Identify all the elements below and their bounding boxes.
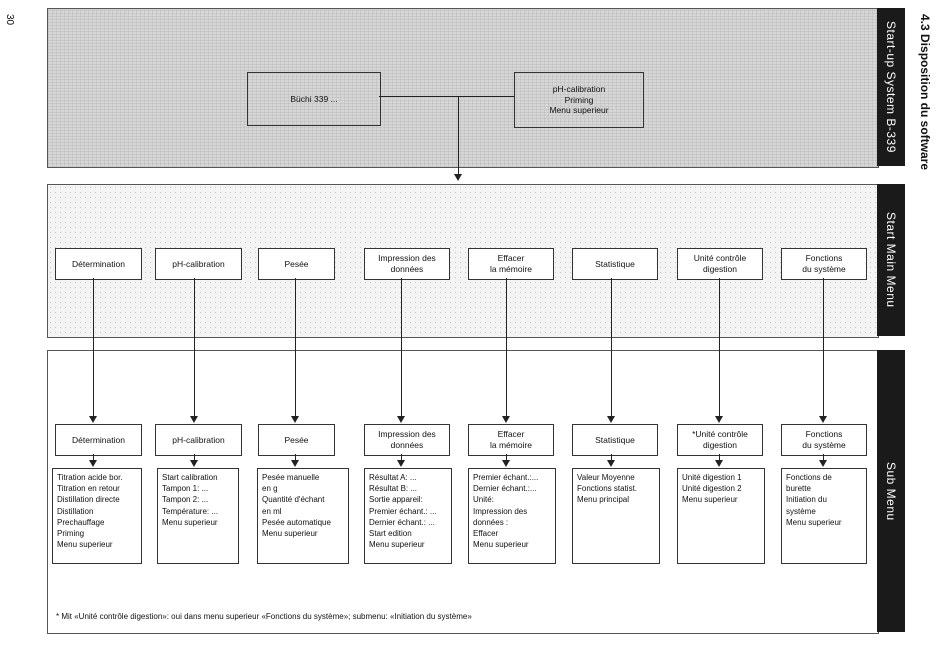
list-item: Pesée automatique: [262, 517, 331, 527]
sub-list-fonctions: Fonctions de burette Initiation du systè…: [781, 468, 867, 564]
sub-list-determination: Titration acide bor. Titration en retour…: [52, 468, 142, 564]
list-item: Unité:: [473, 495, 494, 505]
list-item: Menu superieur: [786, 517, 842, 527]
sub-title-unite-controle: *Unité contrôle digestion: [677, 424, 763, 456]
main-menu-impression: Impression des données: [364, 248, 450, 280]
list-item: Fonctions statist.: [577, 484, 638, 494]
list-item: Effacer: [473, 528, 499, 538]
list-item: Distillation directe: [57, 495, 120, 505]
list-item: Unité digestion 2: [682, 484, 742, 494]
list-item: Menu superieur: [682, 495, 738, 505]
list-item: Prechauffage: [57, 517, 105, 527]
list-item: Résultat A: ...: [369, 473, 417, 482]
sub-title-effacer: Effacer la mémoire: [468, 424, 554, 456]
sub-menu-band-label: Sub Menu: [877, 350, 905, 632]
sub-title-fonctions: Fonctions du système: [781, 424, 867, 456]
main-menu-ph-calibration: pH-calibration: [155, 248, 242, 280]
list-item: Quantité d'échant: [262, 495, 325, 505]
list-item: Tampon 2: ...: [162, 495, 209, 505]
list-item: Impression des: [473, 506, 528, 516]
sub-list-statistique: Valeur Moyenne Fonctions statist. Menu p…: [572, 468, 660, 564]
list-item: Résultat B: ...: [369, 484, 418, 494]
sub-list-pesee: Pesée manuelle en g Quantité d'échant en…: [257, 468, 349, 564]
sub-title-determination: Détermination: [55, 424, 142, 456]
list-item: Titration acide bor.: [57, 473, 123, 482]
sub-title-statistique: Statistique: [572, 424, 658, 456]
list-item: Menu superieur: [369, 540, 425, 550]
list-item: en ml: [262, 506, 282, 516]
list-item: système: [786, 506, 816, 516]
list-item: burette: [786, 484, 811, 494]
list-item: Dernier échant.:...: [473, 484, 537, 494]
main-menu-determination: Détermination: [55, 248, 142, 280]
footnote: * Mit «Unité contrôle digestion»: oui da…: [56, 612, 472, 621]
startup-band-label: Start-up System B-339: [877, 8, 905, 166]
list-item: Menu superieur: [262, 528, 318, 538]
main-menu-band-label: Start Main Menu: [877, 184, 905, 336]
sub-list-unite-controle: Unité digestion 1 Unité digestion 2 Menu…: [677, 468, 765, 564]
main-menu-pesee: Pesée: [258, 248, 335, 280]
list-item: Start edition: [369, 528, 412, 538]
list-item: Dernier échant.: ...: [369, 517, 435, 527]
sub-title-impression: Impression des données: [364, 424, 450, 456]
list-item: Menu superieur: [473, 540, 529, 550]
section-title: 4.3 Disposition du software: [918, 14, 932, 171]
list-item: Menu superieur: [162, 517, 218, 527]
sub-list-effacer: Premier échant.:... Dernier échant.:... …: [468, 468, 556, 564]
startup-box-left: Büchi 339 ...: [247, 72, 381, 126]
list-item: Valeur Moyenne: [577, 473, 635, 482]
sub-list-ph-calibration: Start calibration Tampon 1: ... Tampon 2…: [157, 468, 239, 564]
startup-panel: [47, 8, 879, 168]
list-item: Menu superieur: [57, 540, 113, 550]
list-item: Menu principal: [577, 495, 630, 505]
list-item: Titration en retour: [57, 484, 120, 494]
list-item: données :: [473, 517, 509, 527]
list-item: Sortie appareil:: [369, 495, 423, 505]
list-item: Start calibration: [162, 473, 218, 482]
sub-title-pesee: Pesée: [258, 424, 335, 456]
list-item: Pesée manuelle: [262, 473, 320, 482]
startup-box-right: pH-calibration Priming Menu superieur: [514, 72, 644, 128]
list-item: en g: [262, 484, 278, 494]
main-menu-fonctions: Fonctions du système: [781, 248, 867, 280]
list-item: Premier échant.: ...: [369, 506, 437, 516]
sub-title-ph-calibration: pH-calibration: [155, 424, 242, 456]
page-number: 30: [4, 14, 15, 26]
sub-list-impression: Résultat A: ... Résultat B: ... Sortie a…: [364, 468, 452, 564]
list-item: Fonctions de: [786, 473, 832, 482]
list-item: Premier échant.:...: [473, 473, 539, 482]
list-item: Température: ...: [162, 506, 219, 516]
main-menu-unite-controle: Unité contrôle digestion: [677, 248, 763, 280]
main-menu-statistique: Statistique: [572, 248, 658, 280]
list-item: Priming: [57, 528, 85, 538]
list-item: Unité digestion 1: [682, 473, 742, 482]
list-item: Distillation: [57, 506, 94, 516]
list-item: Initiation du: [786, 495, 827, 505]
main-menu-effacer: Effacer la mémoire: [468, 248, 554, 280]
list-item: Tampon 1: ...: [162, 484, 209, 494]
